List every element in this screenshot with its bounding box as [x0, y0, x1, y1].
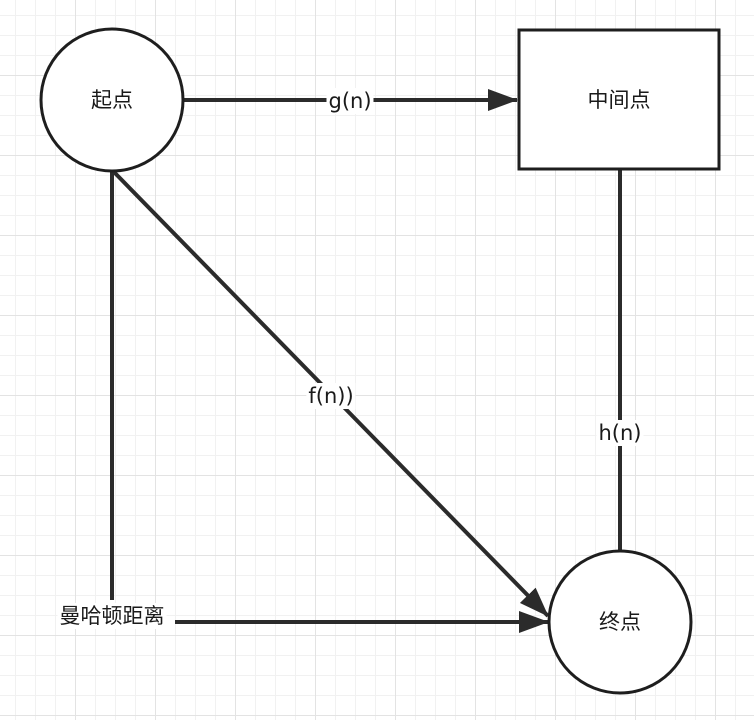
node-start-label: 起点: [91, 88, 133, 112]
node-start-circle[interactable]: [39, 27, 185, 173]
edge-label-manhattan: 曼哈顿距离: [57, 603, 167, 629]
edge-label-f: f(n)): [306, 383, 356, 409]
node-middle-rect[interactable]: [517, 28, 721, 171]
node-end-circle[interactable]: [547, 549, 693, 695]
node-middle-label: 中间点: [587, 88, 651, 112]
node-end-label: 终点: [599, 610, 641, 634]
edge-label-g: g(n): [326, 88, 374, 114]
edge-label-h: h(n): [596, 420, 644, 446]
